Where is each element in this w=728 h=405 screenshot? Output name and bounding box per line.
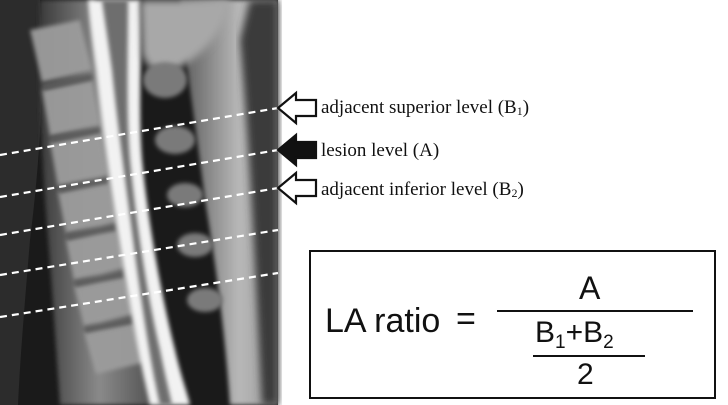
fraction-bar	[497, 310, 693, 312]
label-inferior-level: adjacent inferior level (B2)	[321, 179, 524, 200]
formula-lhs: LA ratio	[325, 302, 441, 340]
outline-arrow-icon	[276, 170, 318, 206]
filled-arrow-icon	[276, 132, 318, 168]
formula-numerator: A	[579, 270, 601, 306]
formula-divisor: 2	[577, 358, 594, 391]
label-lesion-level: lesion level (A)	[321, 140, 440, 161]
label-superior-level: adjacent superior level (B1)	[321, 97, 530, 118]
formula-b-sum: B1+B2	[535, 316, 614, 353]
formula-equals: =	[456, 300, 476, 338]
inner-fraction-bar	[533, 355, 645, 357]
outline-arrow-icon	[276, 90, 318, 126]
formula-box: LA ratio = A B1+B2 2	[309, 250, 716, 399]
